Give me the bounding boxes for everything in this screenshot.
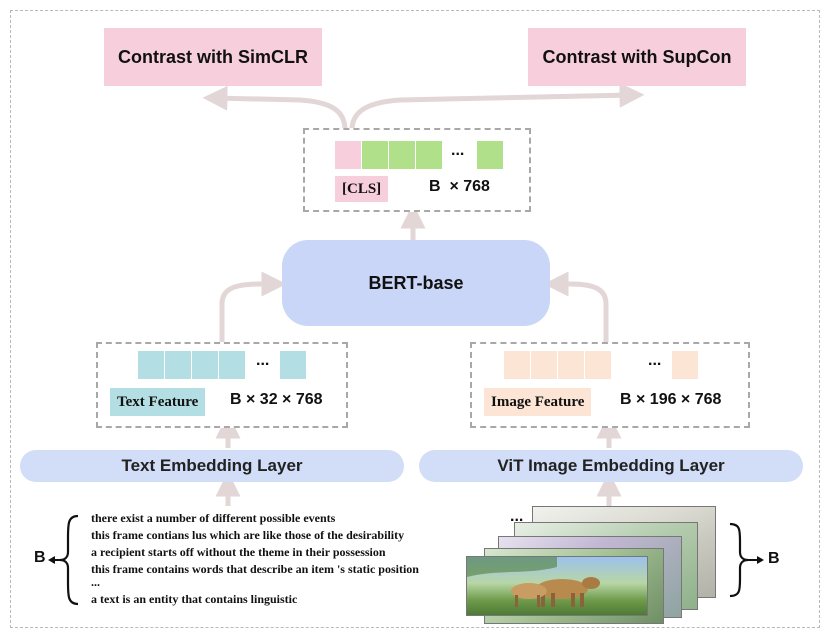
text-feature-ellipsis: ...	[256, 352, 270, 369]
image-feature-tag: Image Feature	[484, 388, 592, 416]
arrow-image-to-bert	[543, 271, 609, 342]
vit-embedding-label: ViT Image Embedding Layer	[497, 456, 725, 475]
image-feature-shape: B × 196 × 768	[620, 391, 722, 408]
cls-output-block: ... [CLS] B × 768	[303, 128, 531, 212]
vit-embedding-layer: ViT Image Embedding Layer	[419, 450, 803, 482]
image-thumbnail-front	[466, 556, 648, 616]
token-cell	[416, 141, 443, 169]
text-embedding-layer: Text Embedding Layer	[20, 450, 404, 482]
image-stack-ellipsis: ...	[510, 508, 524, 525]
simclr-box: Contrast with SimCLR	[104, 28, 322, 86]
right-brace-icon	[729, 522, 764, 598]
arrow-to-simclr	[202, 85, 348, 131]
text-input-line: this frame contians lus which are like t…	[91, 528, 405, 542]
token-cell	[389, 141, 416, 169]
text-token-cell	[192, 351, 219, 379]
text-input-line: a text is an entity that contains lingui…	[91, 592, 298, 606]
cls-token-cell	[335, 141, 362, 169]
text-token-cell	[280, 351, 306, 379]
cls-tag: [CLS]	[335, 176, 389, 202]
text-feature-block: ... Text Feature B × 32 × 768	[96, 342, 348, 428]
image-token-cell	[504, 351, 531, 379]
text-token-cell	[219, 351, 246, 379]
left-brace-icon	[48, 514, 79, 606]
text-feature-tag: Text Feature	[110, 388, 206, 416]
image-feature-block: ... Image Feature B × 196 × 768	[470, 342, 750, 428]
token-cell	[477, 141, 503, 169]
image-token-cell	[558, 351, 585, 379]
cls-ellipsis: ...	[451, 142, 465, 159]
image-feature-ellipsis: ...	[648, 352, 662, 369]
image-token-cell	[672, 351, 698, 379]
image-token-cell	[531, 351, 558, 379]
supcon-box: Contrast with SupCon	[528, 28, 746, 86]
simclr-label: Contrast with SimCLR	[117, 46, 308, 67]
text-feature-shape: B × 32 × 768	[230, 391, 323, 408]
text-input-line: there exist a number of different possib…	[91, 511, 336, 525]
cattle-photo-icon	[467, 557, 600, 607]
image-token-cell	[585, 351, 612, 379]
bert-label: BERT-base	[368, 272, 464, 293]
left-batch-label: B	[34, 549, 46, 566]
text-token-cell	[138, 351, 165, 379]
supcon-label: Contrast with SupCon	[542, 46, 732, 67]
bert-base-box: BERT-base	[282, 240, 550, 326]
arrow-to-supcon	[349, 82, 645, 131]
token-cell	[362, 141, 389, 169]
outer-frame	[10, 10, 820, 628]
text-embedding-label: Text Embedding Layer	[121, 456, 303, 475]
text-input-line: this frame contains words that describe …	[91, 562, 419, 576]
cls-shape: B × 768	[429, 178, 490, 195]
text-input-line: ...	[91, 575, 100, 589]
right-batch-label: B	[768, 550, 780, 567]
arrow-text-to-bert	[219, 271, 287, 342]
text-input-line: a recipient starts off without the theme…	[91, 545, 386, 559]
text-token-cell	[165, 351, 192, 379]
